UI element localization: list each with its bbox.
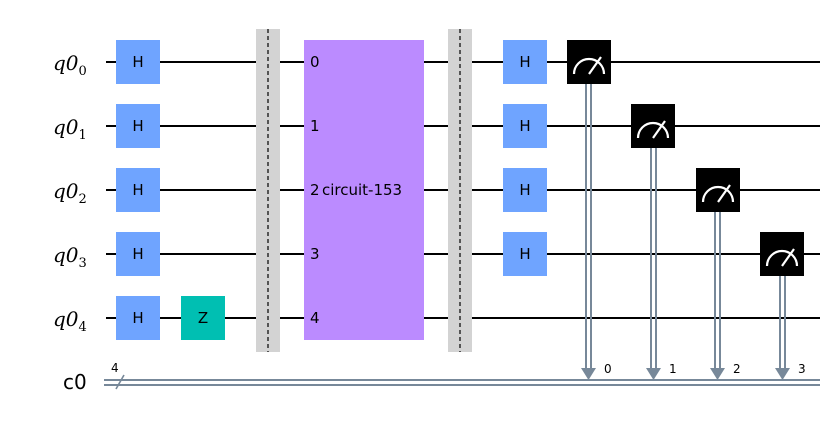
svg-text:H: H: [132, 309, 143, 327]
h-gates-final: H H H H: [503, 40, 547, 276]
h-gate: H: [503, 40, 547, 84]
svg-text:H: H: [519, 117, 530, 135]
svg-text:H: H: [519, 181, 530, 199]
qubit-label-1: q01: [53, 115, 87, 143]
qubit-labels: q00 q01 q02 q03 q04 c0: [53, 51, 87, 394]
subcircuit-port-0: 0: [310, 53, 320, 71]
h-gates-initial: H H H H H: [116, 40, 160, 340]
subcircuit-block: 0 1 2 3 4 circuit-153: [304, 40, 424, 340]
subcircuit-port-4: 4: [310, 309, 320, 327]
measure-target-2: 2: [733, 362, 741, 376]
measure-gate: 0: [567, 40, 612, 380]
h-gate: H: [116, 104, 160, 148]
subcircuit-name: circuit-153: [322, 181, 402, 199]
h-gate: H: [116, 296, 160, 340]
bus-slash: [115, 374, 125, 390]
h-gate: H: [116, 232, 160, 276]
subcircuit-port-1: 1: [310, 117, 320, 135]
subcircuit-port-2: 2: [310, 181, 320, 199]
measure-target-3: 3: [798, 362, 806, 376]
measure-target-1: 1: [669, 362, 677, 376]
svg-text:Z: Z: [198, 309, 208, 327]
classical-size-label: 4: [111, 361, 119, 375]
svg-text:H: H: [519, 245, 530, 263]
measure-gate: 2: [696, 168, 741, 380]
h-gate: H: [116, 168, 160, 212]
classical-wire: 4: [104, 361, 820, 390]
measure-gate: 3: [760, 232, 806, 380]
h-gate: H: [503, 104, 547, 148]
barrier-1: [256, 29, 280, 352]
subcircuit-port-3: 3: [310, 245, 320, 263]
svg-text:H: H: [132, 181, 143, 199]
qubit-label-0: q00: [53, 51, 87, 79]
classical-label: c0: [63, 370, 87, 394]
h-gate: H: [503, 168, 547, 212]
svg-text:H: H: [132, 53, 143, 71]
barrier-2: [448, 29, 472, 352]
measure-target-0: 0: [604, 362, 612, 376]
qubit-label-3: q03: [53, 243, 87, 271]
h-gate: H: [116, 40, 160, 84]
qubit-label-4: q04: [53, 307, 87, 335]
z-gate: Z: [181, 296, 225, 340]
measure-gate: 1: [631, 104, 677, 380]
h-gate: H: [503, 232, 547, 276]
svg-text:H: H: [519, 53, 530, 71]
svg-text:H: H: [132, 245, 143, 263]
qubit-label-2: q02: [53, 179, 87, 207]
svg-text:H: H: [132, 117, 143, 135]
measurements: 0 1 2 3: [567, 40, 806, 380]
